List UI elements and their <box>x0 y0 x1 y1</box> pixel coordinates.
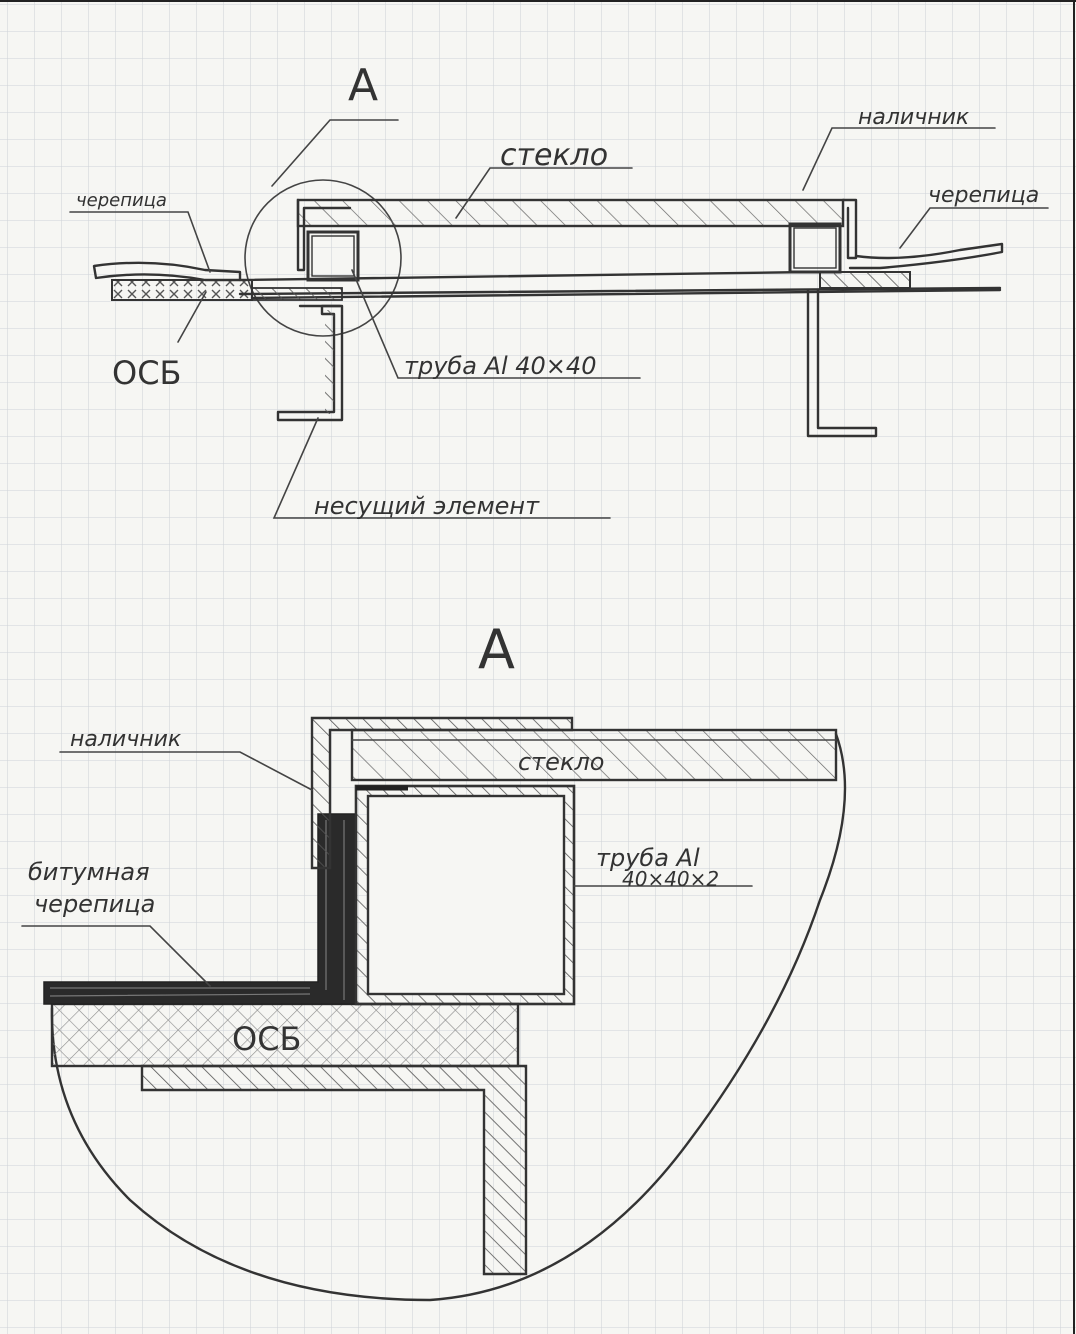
label-trim-detail: наличник <box>70 727 182 752</box>
detail-section: A наличник стекло труба Al 40×40×2 битум… <box>21 618 847 1302</box>
tube-left <box>306 230 360 282</box>
label-osb: ОСБ <box>112 354 181 392</box>
bearing-left-fill <box>325 310 334 414</box>
label-tile-left: черепица <box>76 190 167 211</box>
glass-detail <box>350 728 838 782</box>
trim-left <box>296 198 352 272</box>
label-osb-detail: ОСБ <box>232 1020 301 1058</box>
trim-detail <box>310 716 574 870</box>
leader-bearing <box>272 417 611 519</box>
trim-right <box>841 198 858 260</box>
label-glass: стекло <box>500 138 608 173</box>
bearing-beam-detail <box>140 1064 528 1276</box>
leader-glass <box>455 167 633 219</box>
tube-detail-inner <box>366 794 566 996</box>
leader-tile-right <box>899 207 1049 249</box>
bearing-right <box>806 288 878 438</box>
tube-right-inner <box>793 227 837 269</box>
tube-left-inner <box>311 235 355 277</box>
detail-callout-circle <box>244 179 402 337</box>
tube-right <box>788 222 842 274</box>
label-bitumen-2: черепица <box>34 890 155 918</box>
label-tube: труба Al 40×40 <box>404 352 596 380</box>
label-glass-detail: стекло <box>518 748 604 776</box>
label-trim: наличник <box>858 105 970 130</box>
leader-tube <box>351 269 641 379</box>
label-tile-right: черепица <box>928 183 1039 208</box>
bitumen-strip-texture <box>49 820 345 1000</box>
osb-hatched-left <box>251 287 343 301</box>
detail-title: A <box>478 618 515 681</box>
callout-leader <box>271 119 399 187</box>
osb-board <box>50 1002 520 1068</box>
tile-right <box>848 242 1004 270</box>
label-tube-detail-2: 40×40×2 <box>622 867 719 891</box>
leader-tile-left <box>69 211 211 273</box>
overview-section: A <box>69 60 1049 520</box>
leader-osb <box>177 291 207 343</box>
label-tube-detail-1: труба Al <box>596 844 700 872</box>
overview-title: A <box>348 60 378 111</box>
label-bearing: несущий элемент <box>314 492 540 520</box>
leader-bitumen <box>21 925 211 987</box>
leader-trim <box>802 127 996 191</box>
osb-left <box>111 279 253 301</box>
detail-outline <box>50 732 847 1302</box>
label-bitumen-1: битумная <box>28 858 150 886</box>
leader-trim-detail <box>59 751 313 791</box>
osb-right <box>819 271 911 289</box>
glass-pane <box>296 198 845 228</box>
